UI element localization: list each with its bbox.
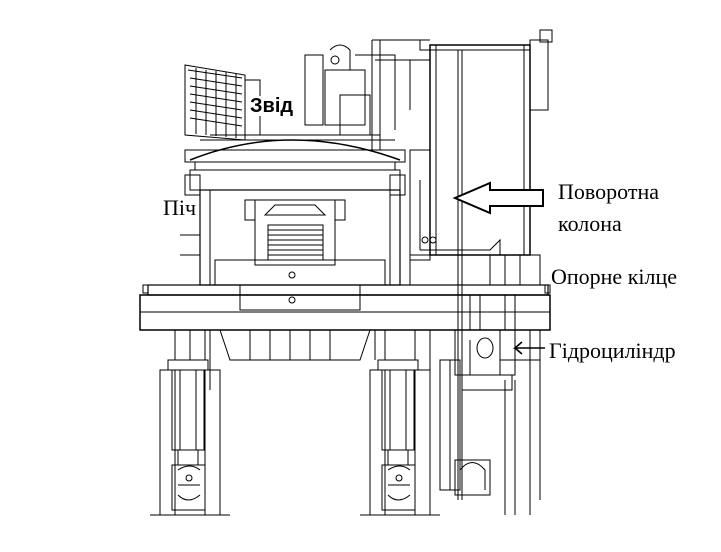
rotary-column	[371, 29, 553, 500]
label-roof: Звід	[248, 95, 296, 117]
hydraulic-cylinder	[439, 329, 545, 515]
column-pointer-arrow	[452, 181, 544, 215]
label-support-ring: Опорне кілце	[551, 264, 678, 289]
label-rotary-column-line2: колона	[558, 211, 622, 236]
label-hydraulic-cylinder: Гідроциліндр	[549, 338, 676, 363]
label-furnace: Піч	[163, 195, 197, 220]
furnace-body	[180, 169, 406, 311]
label-rotary-column-line1: Поворотна	[558, 179, 659, 204]
right-leg-cylinder	[360, 329, 440, 516]
left-leg-cylinder	[150, 329, 230, 516]
roof-assembly	[184, 44, 411, 171]
frame-posts	[189, 330, 541, 500]
support-ring	[139, 284, 551, 361]
